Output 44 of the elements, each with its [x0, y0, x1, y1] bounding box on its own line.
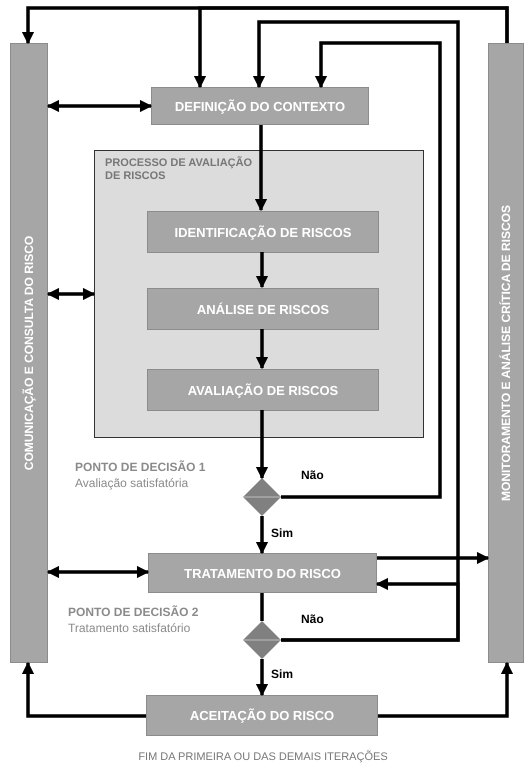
arrow — [256, 659, 268, 696]
arrow — [256, 252, 268, 288]
arrow — [281, 41, 442, 499]
edge-label: Sim — [270, 667, 294, 681]
arrow — [46, 100, 152, 112]
decision-diamond — [243, 621, 281, 659]
edge-label: Sim — [270, 526, 294, 540]
decision-note: Avaliação satisfatória — [75, 476, 188, 490]
box-label: ANÁLISE DE RISCOS — [196, 302, 330, 316]
side-bar — [10, 43, 48, 663]
box-label: MONITORAMENTO E ANÁLISE CRÍTICA DE RISCOS — [499, 205, 513, 501]
box-label: TRATAMENTO DO RISCO — [184, 566, 341, 580]
caption: FIM DA PRIMEIRA OU DAS DEMAIS ITERAÇÕES — [137, 751, 389, 763]
box-label: ACEITAÇÃO DO RISCO — [190, 708, 334, 723]
arrow — [256, 516, 268, 554]
side-bar — [488, 43, 524, 663]
arrow — [46, 566, 150, 578]
process-box — [148, 553, 377, 593]
arrow — [378, 662, 514, 718]
decision-note: PONTO DE DECISÃO 2 — [68, 605, 198, 619]
arrow — [256, 329, 268, 370]
arrow — [22, 662, 146, 718]
decision-diamond — [243, 478, 281, 516]
group-panel — [94, 150, 424, 438]
arrow — [194, 6, 509, 88]
decision-note: PONTO DE DECISÃO 1 — [75, 460, 206, 474]
arrow — [377, 552, 490, 564]
box-label: DEFINIÇÃO DO CONTEXTO — [174, 98, 346, 114]
process-box — [147, 288, 379, 330]
box-label: AVALIAÇÃO DE RISCOS — [188, 382, 338, 398]
box-label: IDENTIFICAÇÃO DE RISCOS — [174, 224, 352, 240]
process-box — [146, 695, 378, 736]
arrow — [281, 578, 460, 642]
process-box — [151, 87, 369, 125]
arrow — [254, 125, 268, 212]
edge-label: Não — [300, 468, 325, 482]
process-box — [147, 369, 379, 411]
decision-note: Tratamento satisfatório — [68, 621, 190, 635]
group-heading: PROCESSO DE AVALIAÇÃO DE RISCOS — [105, 157, 254, 183]
edge-label: Não — [300, 612, 325, 626]
box-label: COMUNICAÇÃO E CONSULTA DO RISCO — [22, 236, 36, 470]
arrow — [256, 410, 268, 480]
process-box — [147, 211, 379, 253]
arrow — [46, 288, 96, 300]
